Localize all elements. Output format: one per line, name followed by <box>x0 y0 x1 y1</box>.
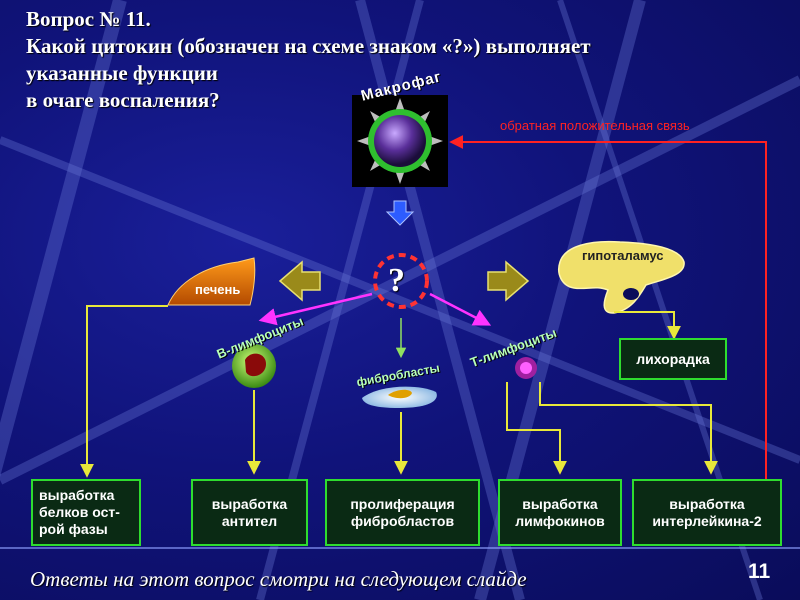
footer-note: Ответы на этот вопрос смотри на следующе… <box>30 567 527 592</box>
fibroblast-image <box>362 387 437 408</box>
left-arrow-icon <box>280 262 320 300</box>
hypothalamus-dot <box>623 288 639 300</box>
macrophage-image <box>352 95 448 187</box>
down-arrow-icon <box>387 201 413 225</box>
right-arrow-icon <box>488 262 528 300</box>
output-box-interleukin-2: выработка интерлейкина-2 <box>632 479 782 546</box>
output-box-lymphokines: выработка лимфокинов <box>498 479 622 546</box>
output-box-antibodies: выработка антител <box>191 479 308 546</box>
question-mark: ? <box>388 262 405 300</box>
t-cell-image <box>515 357 537 379</box>
hypothalamus-label: гипоталамус <box>582 248 664 263</box>
fever-box: лихорадка <box>619 338 727 380</box>
page-number: 11 <box>748 560 770 584</box>
liver-label: печень <box>195 282 240 297</box>
output-box-acute-phase-proteins: выработка белков ост- рой фазы <box>31 479 141 546</box>
feedback-label: обратная положительная связь <box>500 118 690 133</box>
output-box-fibroblast-proliferation: пролиферация фибробластов <box>325 479 480 546</box>
